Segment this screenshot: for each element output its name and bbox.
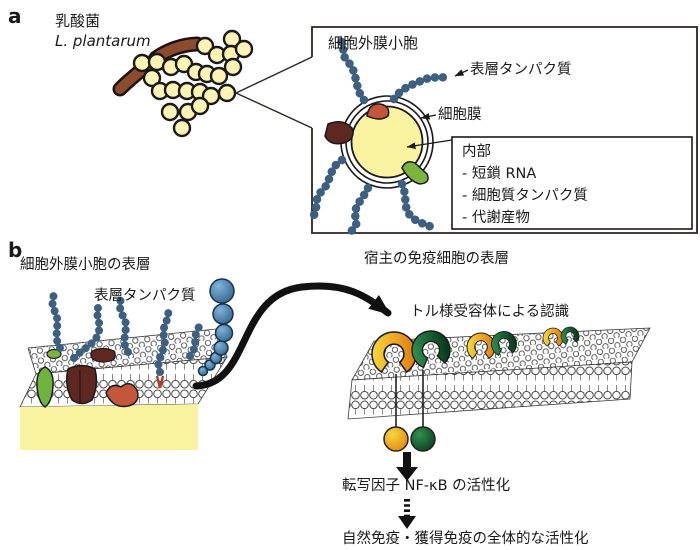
vesicle-cluster [132,29,254,138]
vesicle-enlarged [308,35,453,239]
vesicle-protein-green [401,161,429,185]
membrane-label: 細胞膜 [438,107,482,123]
host-surface-title: 宿主の免疫細胞の表層 [364,251,509,267]
vesicle-protein-red [366,103,390,120]
callout-wedge [235,56,313,129]
receptor-stems [395,370,424,428]
interior-box [451,136,693,230]
membrane-protein-green-small [46,348,62,360]
signal-arrow [396,452,418,481]
nfkb-activation-label: 転写因子 NF-κB の活性化 [342,478,511,494]
vesicle [190,96,210,116]
vesicle [142,68,162,88]
vesicle [209,66,229,86]
panel-a-letter: a [8,4,22,28]
membrane-arrow [420,113,437,120]
interior-arrow [406,139,453,150]
vesicle [217,83,237,103]
bacteria-species-label: L. plantarum [55,32,151,50]
membrane-protein-red [105,382,139,408]
membrane-protein-maroon-channel [65,364,98,405]
panel-a-artwork [112,26,698,239]
vesicle [132,53,152,73]
vesicle-surface-membrane [19,278,235,450]
bacteria-name-label: 乳酸菌 [55,12,101,30]
tlr-recognition-label: トル様受容体による認識 [410,304,570,320]
vesicle-lumen [20,404,198,450]
interior-item-protein: - 細胞質タンパク質 [462,188,588,204]
membrane-protein-green-teardrop [36,366,54,408]
interior-item-metabolite: - 代謝産物 [462,210,530,226]
tir-domains [383,426,436,452]
surface-protein-arrow [454,69,469,77]
transfer-arrow [192,282,392,390]
immunity-activation-label: 自然免疫・獲得免疫の全体的な活性化 [342,531,589,547]
vesicle [223,57,243,77]
vesicle-protein-maroon [324,121,354,145]
interior-title: 内部 [462,144,491,160]
vesicle [195,36,215,56]
vesicle [172,118,192,138]
vesicle [234,39,254,59]
bead-chains [308,35,453,239]
anchor-red [155,375,165,389]
vesicle [160,102,180,122]
callout-title: 細胞外膜小胞 [328,34,419,52]
vesicle-surface-title: 細胞外膜小胞の表層 [20,257,151,273]
dashed-arrow [398,499,416,529]
surface-protein-sphere-chain [197,278,235,377]
interior-item-rna: - 短鎖 RNA [462,166,537,182]
panel-b-letter: b [8,238,23,262]
surface-bead-chains [48,288,203,376]
membrane-protein-maroon-small [90,347,116,363]
surface-protein-label-b: 表層タンパク質 [94,288,196,304]
surface-protein-label-a: 表層タンパク質 [470,62,572,78]
panel-b-artwork [19,278,651,529]
